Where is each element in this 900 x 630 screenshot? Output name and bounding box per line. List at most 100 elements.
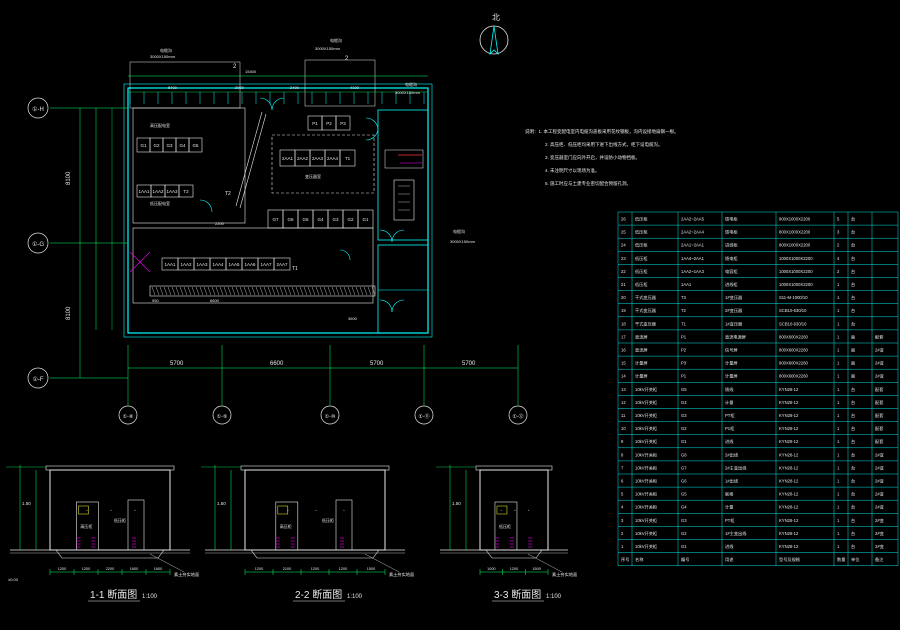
hv-cabinet-label: G1: [362, 217, 369, 222]
room-hv-label: 高压配电室: [150, 122, 170, 128]
table-cell: 台: [851, 412, 855, 419]
table-cell: 配套: [875, 425, 884, 432]
table-cell: P1: [681, 374, 687, 379]
section-mark: ◦: [528, 508, 530, 514]
table-cell: KYN28-12: [779, 505, 799, 510]
table-cell: G1: [681, 439, 687, 444]
table-cell: 台: [851, 425, 855, 432]
table-cell: KYN28-12: [779, 387, 799, 392]
table-cell: 面: [851, 361, 855, 367]
section-mark: ◦: [110, 508, 112, 514]
table-cell: 1: [837, 348, 840, 353]
section-dim: 1200: [255, 567, 263, 571]
table-cell: 1: [837, 426, 840, 431]
table-cell: 2AA2~2AA5: [681, 217, 705, 222]
section-title: 2-2 断面图: [295, 588, 342, 601]
section-dim: 2200: [106, 567, 114, 571]
table-cell: 信号屏: [725, 347, 738, 354]
table-cell: G7: [681, 465, 687, 470]
section-title: 3-3 断面图: [494, 588, 541, 601]
hv-cabinet-label: G7: [272, 217, 279, 222]
table-cell: 进线: [725, 543, 734, 550]
table-cell: G2: [681, 531, 687, 536]
table-cell: SCB10-630/10: [779, 321, 807, 326]
note-line-5: 5. 施工时应与土建专业密切配合预留孔洞。: [545, 180, 631, 187]
section-dim: 1500: [367, 567, 375, 571]
table-cell: 低压柜: [635, 216, 648, 223]
hv-cabinet-label: G4: [179, 143, 186, 148]
table-header: 名称: [635, 556, 643, 563]
dim-top-total: 15400: [245, 69, 257, 74]
svg-text:北: 北: [492, 13, 500, 22]
table-cell: T2: [681, 308, 687, 313]
table-cell: 面: [851, 348, 855, 354]
table-cell: 计量屏: [635, 360, 648, 367]
table-cell: 1000X1000X2200: [779, 269, 813, 274]
table-cell: 进线: [725, 438, 734, 445]
table-cell: 2#变: [875, 504, 884, 511]
table-cell: 2#出线: [725, 451, 739, 458]
table-cell: G8: [681, 452, 687, 457]
table-cell: 26: [621, 217, 626, 222]
section-scale: 1:100: [142, 594, 158, 600]
table-cell: KYN28-12: [779, 426, 799, 431]
table-cell: 馈线: [725, 386, 734, 393]
table-cell: S11-M-1000/10: [779, 295, 808, 300]
table-cell: 3: [837, 230, 840, 235]
table-cell: 10kV开关柜: [635, 425, 657, 432]
table-cell: 1: [837, 531, 840, 536]
table-cell: 台: [851, 504, 855, 511]
section-dim: 1200: [311, 567, 319, 571]
trench-label-4: 电缆沟: [453, 228, 465, 234]
table-cell: 台: [851, 255, 855, 262]
table-cell: 台: [851, 242, 855, 249]
lv-cabinet-label: 1AA4: [212, 262, 224, 267]
table-cell: 进线柜: [725, 242, 738, 249]
room-tx-label: 变压器室: [305, 173, 321, 179]
table-cell: 低压柜: [635, 255, 648, 262]
legend-small: ±0.00: [8, 577, 19, 582]
table-header: 用途: [725, 556, 734, 563]
section-dim: 1200: [510, 567, 518, 571]
tx-t2-label: T2: [225, 191, 231, 197]
lv-cabinet-label: 2AA1: [282, 156, 294, 161]
table-cell: 800X1000X2200: [779, 243, 811, 248]
table-cell: 馈电柜: [725, 216, 738, 223]
table-cell: 台: [851, 543, 855, 550]
table-cell: 10kV开关柜: [635, 386, 657, 393]
table-cell: 11: [621, 413, 626, 418]
table-cell: 1: [837, 465, 840, 470]
table-cell: 台: [851, 517, 855, 524]
table-cell: 4: [837, 256, 840, 261]
tx-t1-label: T1: [292, 266, 298, 272]
table-cell: 6: [621, 479, 624, 484]
table-cell: 低压柜: [635, 268, 648, 275]
table-cell: 14: [621, 374, 626, 379]
table-cell: 配套: [875, 438, 884, 445]
hv-cabinet-cell: [357, 209, 374, 229]
table-cell: 16: [621, 348, 626, 353]
section-mark: ◦: [343, 508, 345, 514]
table-cell: 干式变压器: [635, 307, 657, 314]
table-cell: 800X600X2260: [779, 334, 809, 339]
table-cell: 配套: [875, 399, 884, 406]
table-cell: G2: [681, 426, 687, 431]
table-cell: P1柜: [725, 425, 734, 432]
dim-bottom-1: 5700: [170, 361, 184, 367]
table-cell: SCB10-630/10: [779, 308, 807, 313]
table-cell: G6: [681, 479, 687, 484]
table-cell: 10kV开关柜: [635, 517, 657, 524]
table-cell: 面: [851, 334, 855, 340]
table-cell: 直流屏: [635, 333, 648, 340]
table-cell: T1: [681, 321, 687, 326]
section-dim: 1600: [154, 567, 162, 571]
note-line-4: 4. 未注明尺寸以现场为准。: [545, 167, 600, 174]
table-header: 单位: [851, 556, 859, 563]
table-cell: 馈电柜: [725, 229, 738, 236]
table-cell: 1: [837, 282, 840, 287]
hv-cabinet-label: G3: [166, 143, 173, 148]
table-cell: KYN28-12: [779, 479, 799, 484]
